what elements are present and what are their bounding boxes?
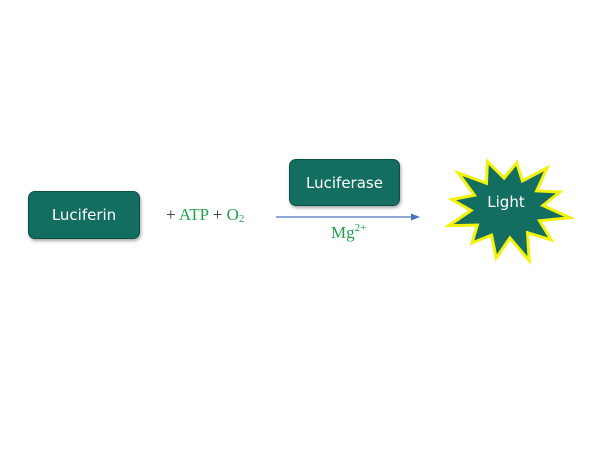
plus-sign: + <box>166 205 176 224</box>
light-label: Light <box>487 193 525 211</box>
reaction-arrow <box>276 213 420 221</box>
arrow-head <box>411 213 420 221</box>
plus-sign: + <box>212 205 223 224</box>
magnesium-symbol: Mg <box>331 223 355 242</box>
light-burst-shape <box>443 158 576 266</box>
reactants-text: + ATP + O2 <box>166 205 244 225</box>
light-burst-icon <box>443 158 576 266</box>
atp-label: ATP <box>178 205 209 224</box>
magnesium-cofactor: Mg2+ <box>331 222 366 243</box>
luciferin-box: Luciferin <box>28 191 140 239</box>
luciferase-label: Luciferase <box>306 173 383 192</box>
luciferin-label: Luciferin <box>51 206 117 224</box>
oxygen-subscript: 2 <box>238 213 245 225</box>
magnesium-charge: 2+ <box>354 222 367 234</box>
oxygen-label: O2 <box>226 205 245 225</box>
oxygen-symbol: O <box>226 205 239 224</box>
luciferase-box: Luciferase <box>289 159 400 206</box>
